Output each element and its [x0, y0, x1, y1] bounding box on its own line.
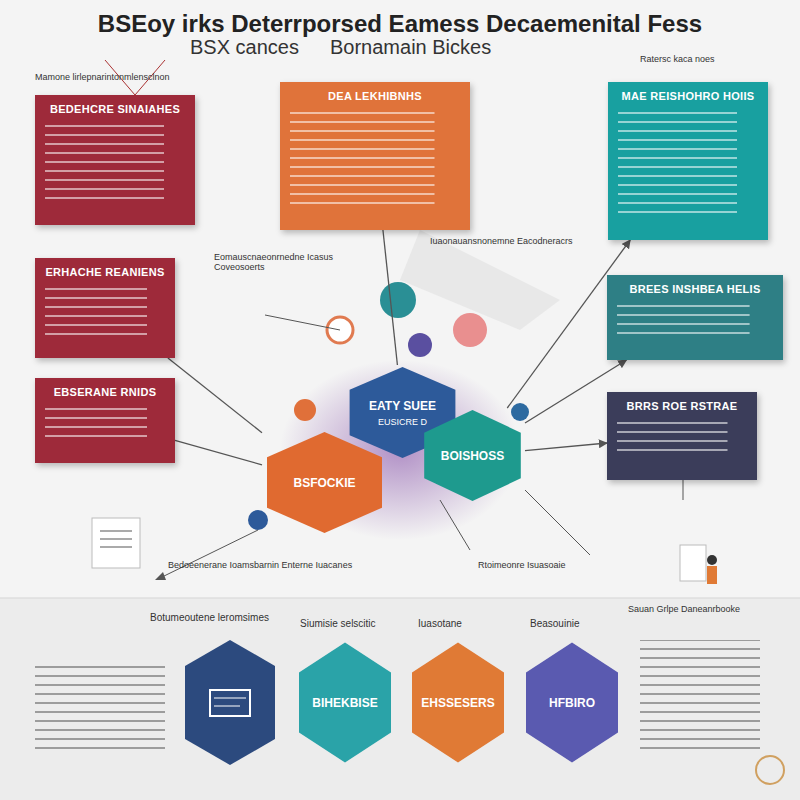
box-heading: DEA LEKHIBNHS — [290, 90, 460, 102]
body-lines — [45, 288, 165, 336]
arrow-head — [155, 572, 166, 580]
hexagon-text: HFBIRO — [537, 696, 607, 710]
person-icon — [707, 555, 717, 565]
box-heading: BEDEHCRE SINAIAHES — [45, 103, 185, 115]
leader-line — [160, 530, 258, 578]
feature-hexagon: HFBIRO — [522, 640, 622, 765]
hexagon-text: BSFOCKIE — [281, 476, 367, 490]
box-heading: BREES INSHBEA HELIS — [617, 283, 773, 295]
hexagon-text: EATY SUEE — [357, 399, 448, 413]
hub-hexagon: BSFOCKIE — [262, 430, 387, 535]
leader-line — [525, 490, 590, 555]
bubble — [380, 282, 416, 318]
info-box: EBSERANE RNIDS — [35, 378, 175, 463]
text-label: Beasouinie — [530, 618, 620, 629]
box-heading: MAE REISHOHRO HOIIS — [618, 90, 758, 102]
box-heading: BRRS ROE RSTRAE — [617, 400, 747, 412]
connector — [383, 230, 397, 365]
footer-lines — [20, 776, 780, 780]
connector — [525, 443, 607, 451]
text-label: Sauan Grlpe Daneanrbooke — [628, 604, 788, 614]
box-heading: EBSERANE RNIDS — [45, 386, 165, 398]
body-lines — [45, 125, 185, 203]
bottom-band — [0, 598, 800, 800]
band-edge — [0, 598, 800, 599]
paper-icon — [680, 545, 706, 581]
text-label: Mamone lirlepnarintonmlensclnon — [35, 72, 235, 82]
text-label: Bedoeenerane Ioamsbarnin Enterne Iuacane… — [168, 560, 368, 570]
info-box: BRRS ROE RSTRAE — [607, 392, 757, 480]
text-label: Rtoimeonre Isuasoaie — [478, 560, 598, 570]
info-box: ERHACHE REANIENS — [35, 258, 175, 358]
hexagon-text: EUSICRE D — [366, 417, 439, 427]
connector — [168, 358, 262, 433]
bubble — [408, 333, 432, 357]
bubble — [294, 399, 316, 421]
hub-hexagon: BOISHOSS — [420, 408, 525, 503]
info-box: DEA LEKHIBNHS — [280, 82, 470, 230]
info-box: MAE REISHOHRO HOIIS — [608, 82, 768, 240]
diagram-title: BSEoy irks Deterrporsed Eamess Decaemeni… — [0, 10, 800, 38]
text-label: Eomauscnaeonrnedne Icasus Coveosoerts — [214, 252, 374, 272]
text-label: Iuaonauansnonemne Eacodneracrs — [430, 236, 590, 246]
hexagon-text: BIHEKBISE — [300, 696, 389, 710]
bubble — [453, 313, 487, 347]
body-lines — [290, 112, 460, 208]
corner-logo — [756, 756, 784, 784]
text-label: Iuasotane — [418, 618, 508, 629]
connector — [175, 440, 262, 465]
info-box: BEDEHCRE SINAIAHES — [35, 95, 195, 225]
body-lines — [45, 408, 165, 441]
info-box: BREES INSHBEA HELIS — [607, 275, 783, 360]
leader-line — [683, 480, 684, 500]
body-lines — [617, 305, 773, 338]
text-label: Siumisie selscitic — [300, 618, 400, 629]
leader-line — [440, 500, 470, 550]
hexagon-text: EHSSESERS — [409, 696, 506, 710]
box-heading: ERHACHE REANIENS — [45, 266, 165, 278]
feature-hexagon: EHSSESERS — [408, 640, 508, 765]
bubble — [248, 510, 268, 530]
text-label: Botumeoutene leromsimes — [150, 612, 290, 623]
text-label: BSX cances — [190, 36, 330, 59]
list-lines — [640, 640, 760, 750]
body-lines — [617, 422, 747, 458]
text-label: Ratersc kaca noes — [640, 54, 780, 64]
bubble — [511, 403, 529, 421]
leader-line — [265, 315, 340, 330]
document-icon — [92, 518, 140, 568]
text-label: Bornamain Bickes — [330, 36, 550, 59]
hexagon-text: BOISHOSS — [429, 449, 516, 463]
body-lines — [618, 112, 758, 218]
list-lines — [35, 660, 165, 755]
feature-hexagon: BIHEKBISE — [295, 640, 395, 765]
icon-hexagon — [185, 640, 275, 765]
